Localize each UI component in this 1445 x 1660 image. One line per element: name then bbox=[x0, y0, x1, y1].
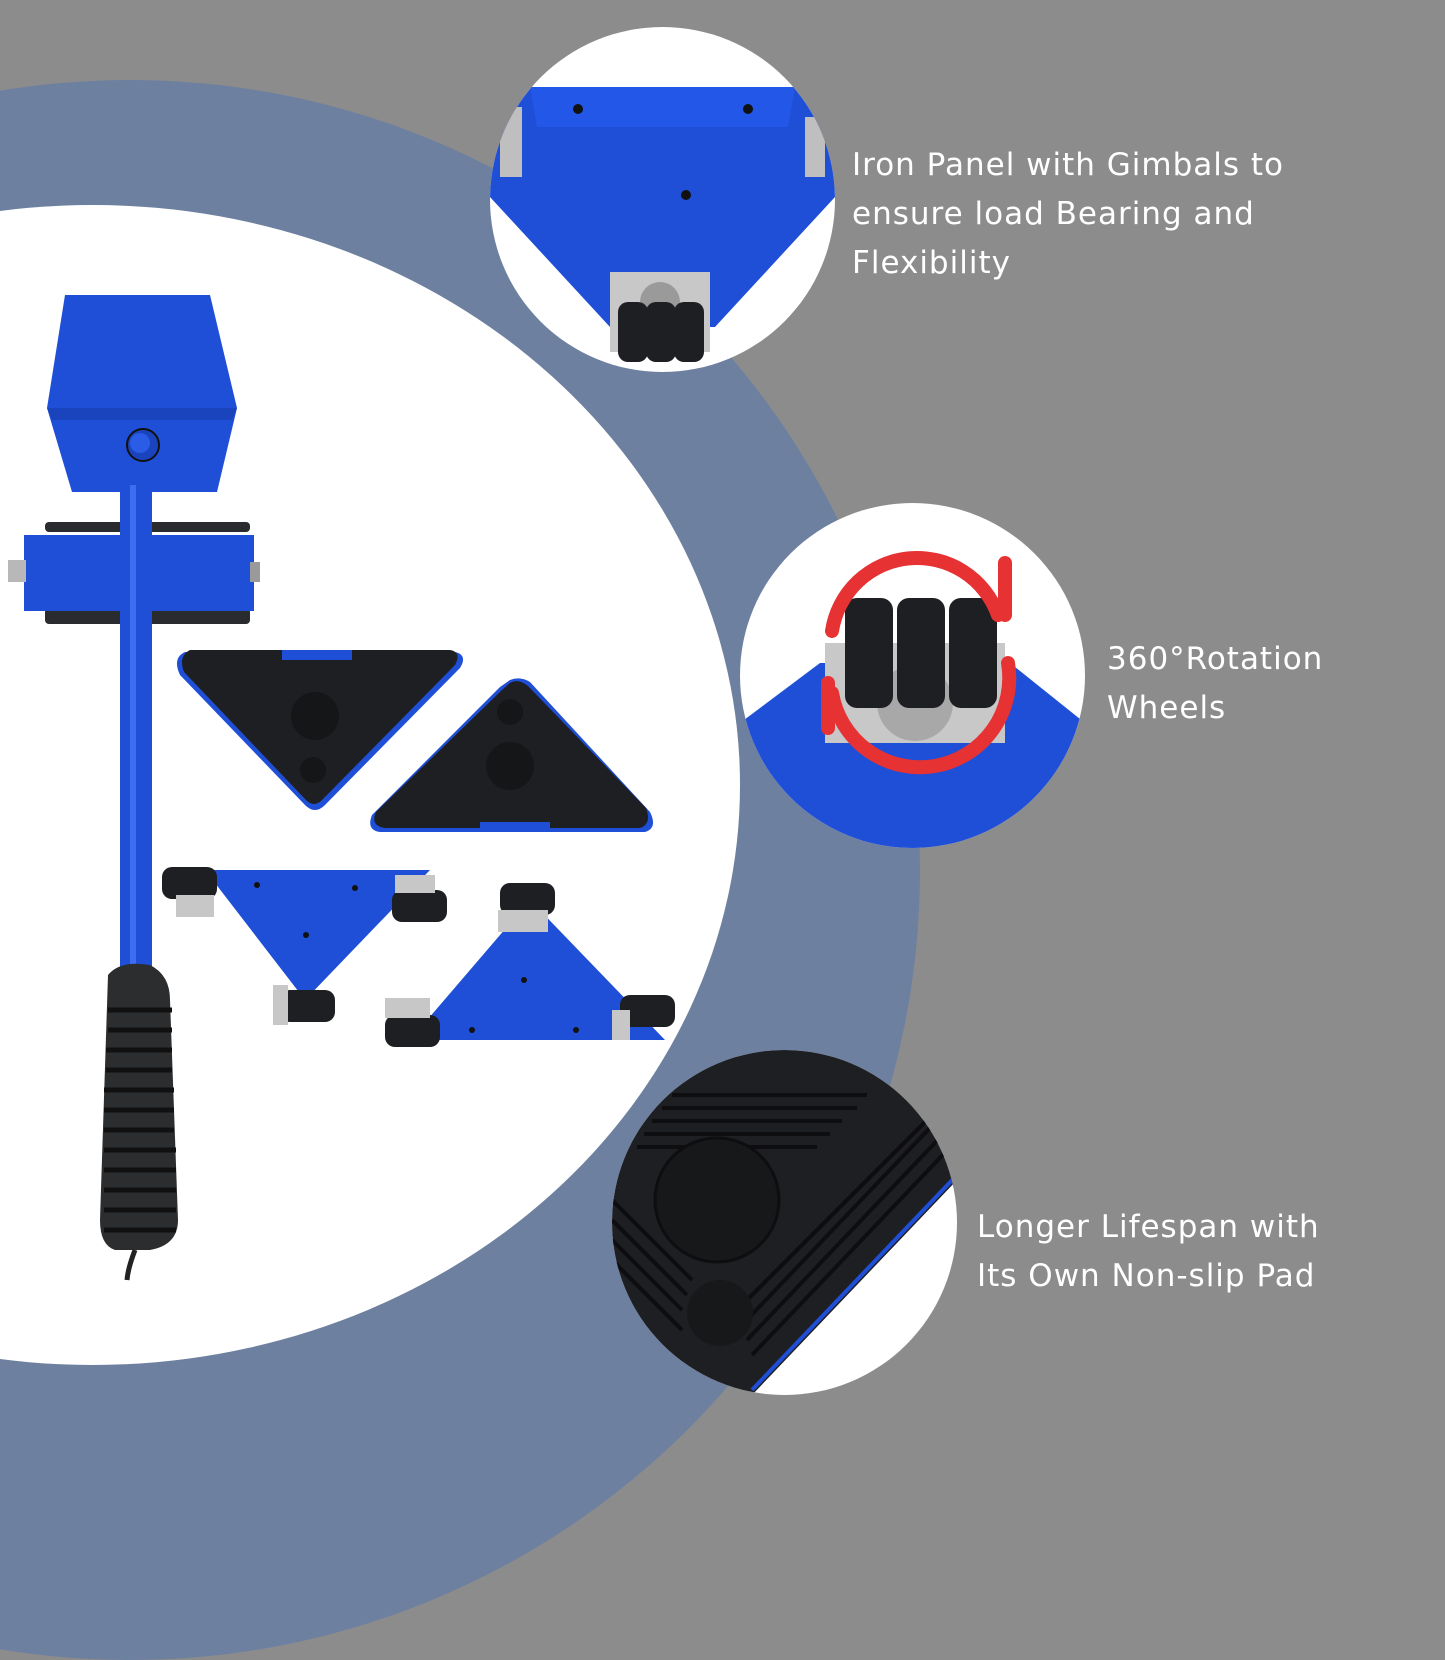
rotation-arrows-icon bbox=[821, 550, 1017, 775]
caption-line: Its Own Non-slip Pad bbox=[977, 1258, 1316, 1294]
product-set-illustration bbox=[8, 295, 675, 1281]
rubber-pad-slider-1 bbox=[176, 650, 464, 810]
detail-circle-iron-panel bbox=[490, 27, 835, 372]
caption-line: Longer Lifespan with bbox=[977, 1209, 1320, 1245]
feature-caption-rotation-wheels: 360°Rotation Wheels bbox=[1107, 635, 1323, 733]
non-slip-pad-closeup bbox=[612, 1050, 957, 1395]
wheeled-slider-1 bbox=[162, 867, 447, 1025]
wheeled-slider-2 bbox=[385, 883, 675, 1047]
feature-caption-iron-panel: Iron Panel with Gimbals to ensure load B… bbox=[852, 141, 1284, 288]
rotation-wheels-closeup bbox=[740, 550, 1085, 848]
feature-caption-non-slip-pad: Longer Lifespan with Its Own Non-slip Pa… bbox=[977, 1203, 1320, 1301]
caption-line: Iron Panel with Gimbals to bbox=[852, 147, 1285, 183]
lever-bar bbox=[8, 295, 260, 1281]
detail-circle-non-slip-pad bbox=[612, 1050, 957, 1395]
detail-circle-rotation-wheels bbox=[740, 503, 1085, 848]
caption-line: ensure load Bearing and bbox=[852, 196, 1255, 232]
caption-line: 360°Rotation bbox=[1107, 641, 1324, 677]
caption-line: Flexibility bbox=[852, 245, 1011, 281]
rubber-pad-slider-2 bbox=[370, 678, 654, 832]
caption-line: Wheels bbox=[1107, 690, 1227, 726]
iron-panel-closeup bbox=[490, 87, 835, 362]
